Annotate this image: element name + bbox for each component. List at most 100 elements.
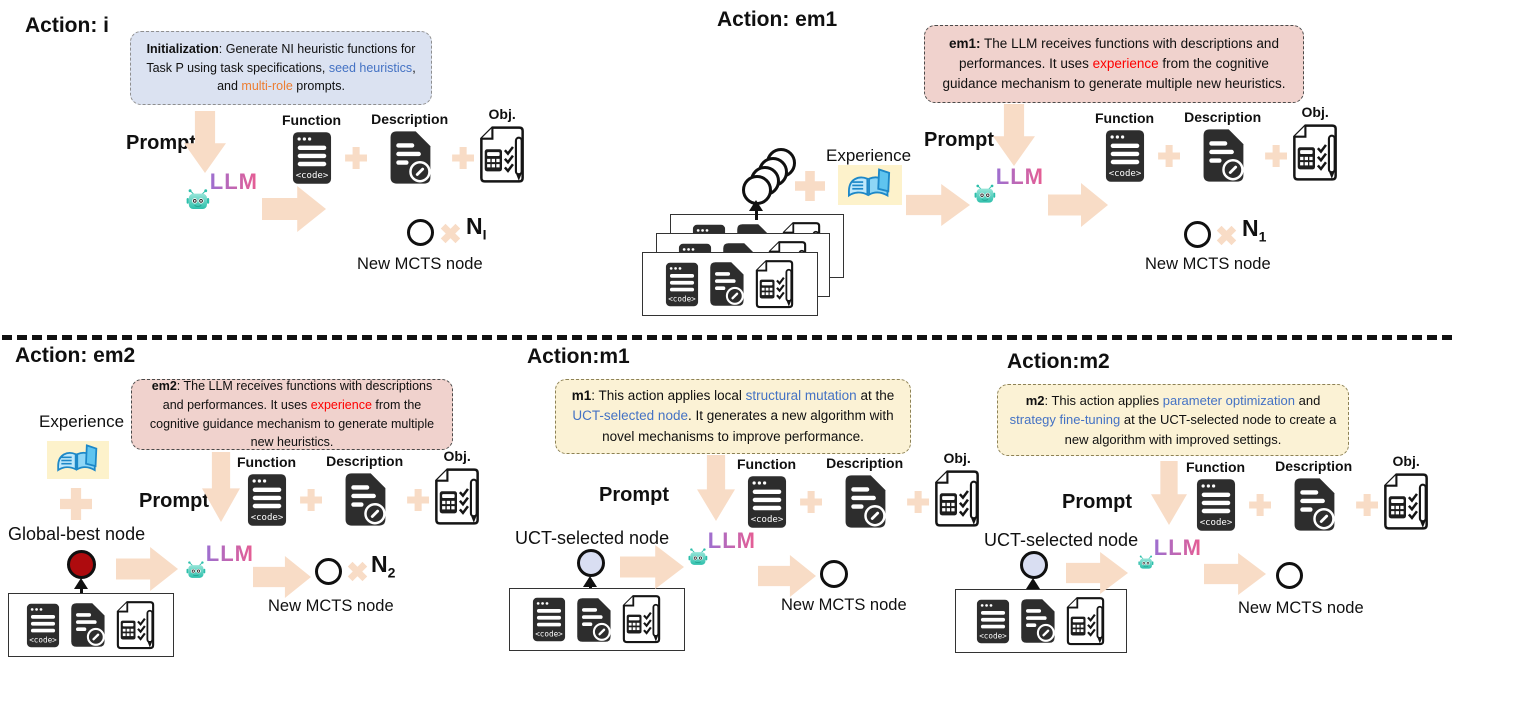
note-text: em1: The LLM receives functions with des…	[942, 35, 1286, 92]
function-icon: <code>	[532, 597, 566, 642]
description-icon-slot	[575, 597, 612, 643]
prompt-arrow-down-icon	[697, 455, 735, 521]
description-icon-slot	[1019, 598, 1056, 644]
llm-robot: LLM	[974, 163, 1044, 224]
node-count: NI	[466, 213, 487, 243]
description-icon-slot	[843, 474, 887, 529]
global-best-node-circle	[67, 550, 96, 579]
llm-robot-icon	[186, 561, 206, 578]
action-note-box: em1: The LLM receives functions with des…	[924, 25, 1304, 103]
code-tag: <code>	[979, 631, 1007, 640]
prompt-label: Prompt	[1062, 491, 1132, 513]
function-icon-slot: <code>	[532, 597, 566, 642]
prompt-label: Prompt	[139, 490, 209, 512]
function-icon-slot: <code>	[976, 599, 1010, 644]
function-label: Function	[1095, 110, 1155, 126]
function-item: Function <code>	[1186, 459, 1245, 532]
obj-label: Obj.	[488, 106, 516, 122]
function-icon-slot: <code>	[247, 473, 287, 527]
function-icon-slot: <code>	[26, 603, 60, 648]
output-icons-row: Function <code> Description Obj.	[1186, 453, 1430, 532]
flow-arrow-icon	[1204, 553, 1266, 595]
description-item: Description	[326, 453, 403, 527]
flow-arrow-icon	[262, 186, 326, 232]
output-icons-row: Function <code> Description Obj.	[1095, 104, 1339, 183]
prompt-arrow-down-icon	[993, 104, 1035, 166]
action-note-box: m1: This action applies local structural…	[555, 379, 911, 454]
function-icon: <code>	[747, 476, 786, 528]
description-icon-slot	[1201, 128, 1245, 183]
times-icon	[1212, 221, 1242, 251]
robot-slot: LLM	[186, 540, 254, 599]
function-icon-slot: <code>	[1105, 129, 1145, 183]
function-icon-slot: <code>	[292, 131, 332, 185]
action-note-box: em2: The LLM receives functions with des…	[131, 379, 453, 450]
plus-icon	[795, 171, 825, 201]
obj-icon-slot	[933, 469, 981, 529]
code-tag: <code>	[250, 513, 283, 523]
brace	[747, 524, 925, 556]
description-icon	[845, 475, 886, 528]
llm-label: LLM	[206, 541, 254, 599]
uct-node-circle	[577, 549, 605, 577]
function-icon: <code>	[1105, 130, 1144, 182]
note-text: m2: This action applies parameter optimi…	[1009, 392, 1337, 447]
brace	[1107, 186, 1301, 218]
description-item: Description	[371, 111, 448, 185]
times-icon	[436, 219, 466, 249]
function-icon: <code>	[976, 599, 1010, 643]
brace	[247, 522, 429, 554]
prompt-arrow-down-icon	[1151, 461, 1187, 525]
function-icon-slot: <code>	[747, 475, 787, 529]
obj-label: Obj.	[1392, 453, 1420, 469]
function-label: Function	[1186, 459, 1246, 475]
objective-icon	[1384, 473, 1429, 530]
uct-selected-node-label: UCT-selected node	[984, 530, 1139, 550]
description-item: Description	[1184, 109, 1261, 183]
function-icon-slot: <code>	[665, 262, 699, 307]
prompt-label: Prompt	[924, 129, 994, 151]
obj-icon-slot	[478, 125, 526, 185]
note-text: em2: The LLM receives functions with des…	[149, 379, 435, 450]
flow-arrow-icon	[253, 556, 311, 598]
llm-label: LLM	[708, 528, 756, 586]
prompt-label: Prompt	[126, 132, 196, 154]
global-best-node-label: Global-best node	[8, 524, 146, 544]
plus-icon	[1158, 145, 1181, 167]
code-tag: <code>	[295, 171, 328, 181]
description-item: Description	[1275, 458, 1352, 532]
obj-label: Obj.	[943, 450, 971, 466]
objective-icon	[1293, 124, 1338, 181]
description-icon	[390, 131, 431, 184]
plus-icon	[407, 489, 430, 511]
function-item: Function <code>	[282, 112, 341, 185]
plus-icon	[300, 489, 323, 511]
objective-icon	[755, 259, 794, 308]
uct-selected-node-label: UCT-selected node	[515, 528, 670, 548]
llm-robot-icon	[186, 189, 210, 210]
plus-icon	[1356, 494, 1379, 516]
function-label: Function	[737, 456, 797, 472]
llm-robot: LLM	[1138, 534, 1202, 590]
panel-title: Action: em1	[717, 8, 838, 31]
description-icon	[710, 262, 744, 306]
obj-icon-slot	[1065, 596, 1106, 647]
obj-item: Obj.	[433, 448, 481, 527]
node-count: N1	[1242, 215, 1267, 245]
new-mcts-node-circle	[1184, 221, 1211, 248]
experience-book	[47, 441, 109, 479]
llm-robot-icon	[974, 184, 996, 203]
heuristic-card: <code>	[8, 593, 174, 657]
experience-book	[838, 165, 902, 205]
description-label: Description	[371, 111, 449, 127]
code-tag: <code>	[750, 515, 783, 525]
code-tag: <code>	[668, 294, 696, 303]
plus-icon	[60, 488, 92, 520]
new-mcts-node-label: New MCTS node	[268, 597, 394, 615]
llm-robot: LLM	[688, 527, 756, 586]
panel-title: Action:m2	[1007, 350, 1110, 373]
llm-label: LLM	[1154, 535, 1202, 590]
description-icon-slot	[388, 130, 432, 185]
obj-icon-slot	[115, 600, 156, 651]
